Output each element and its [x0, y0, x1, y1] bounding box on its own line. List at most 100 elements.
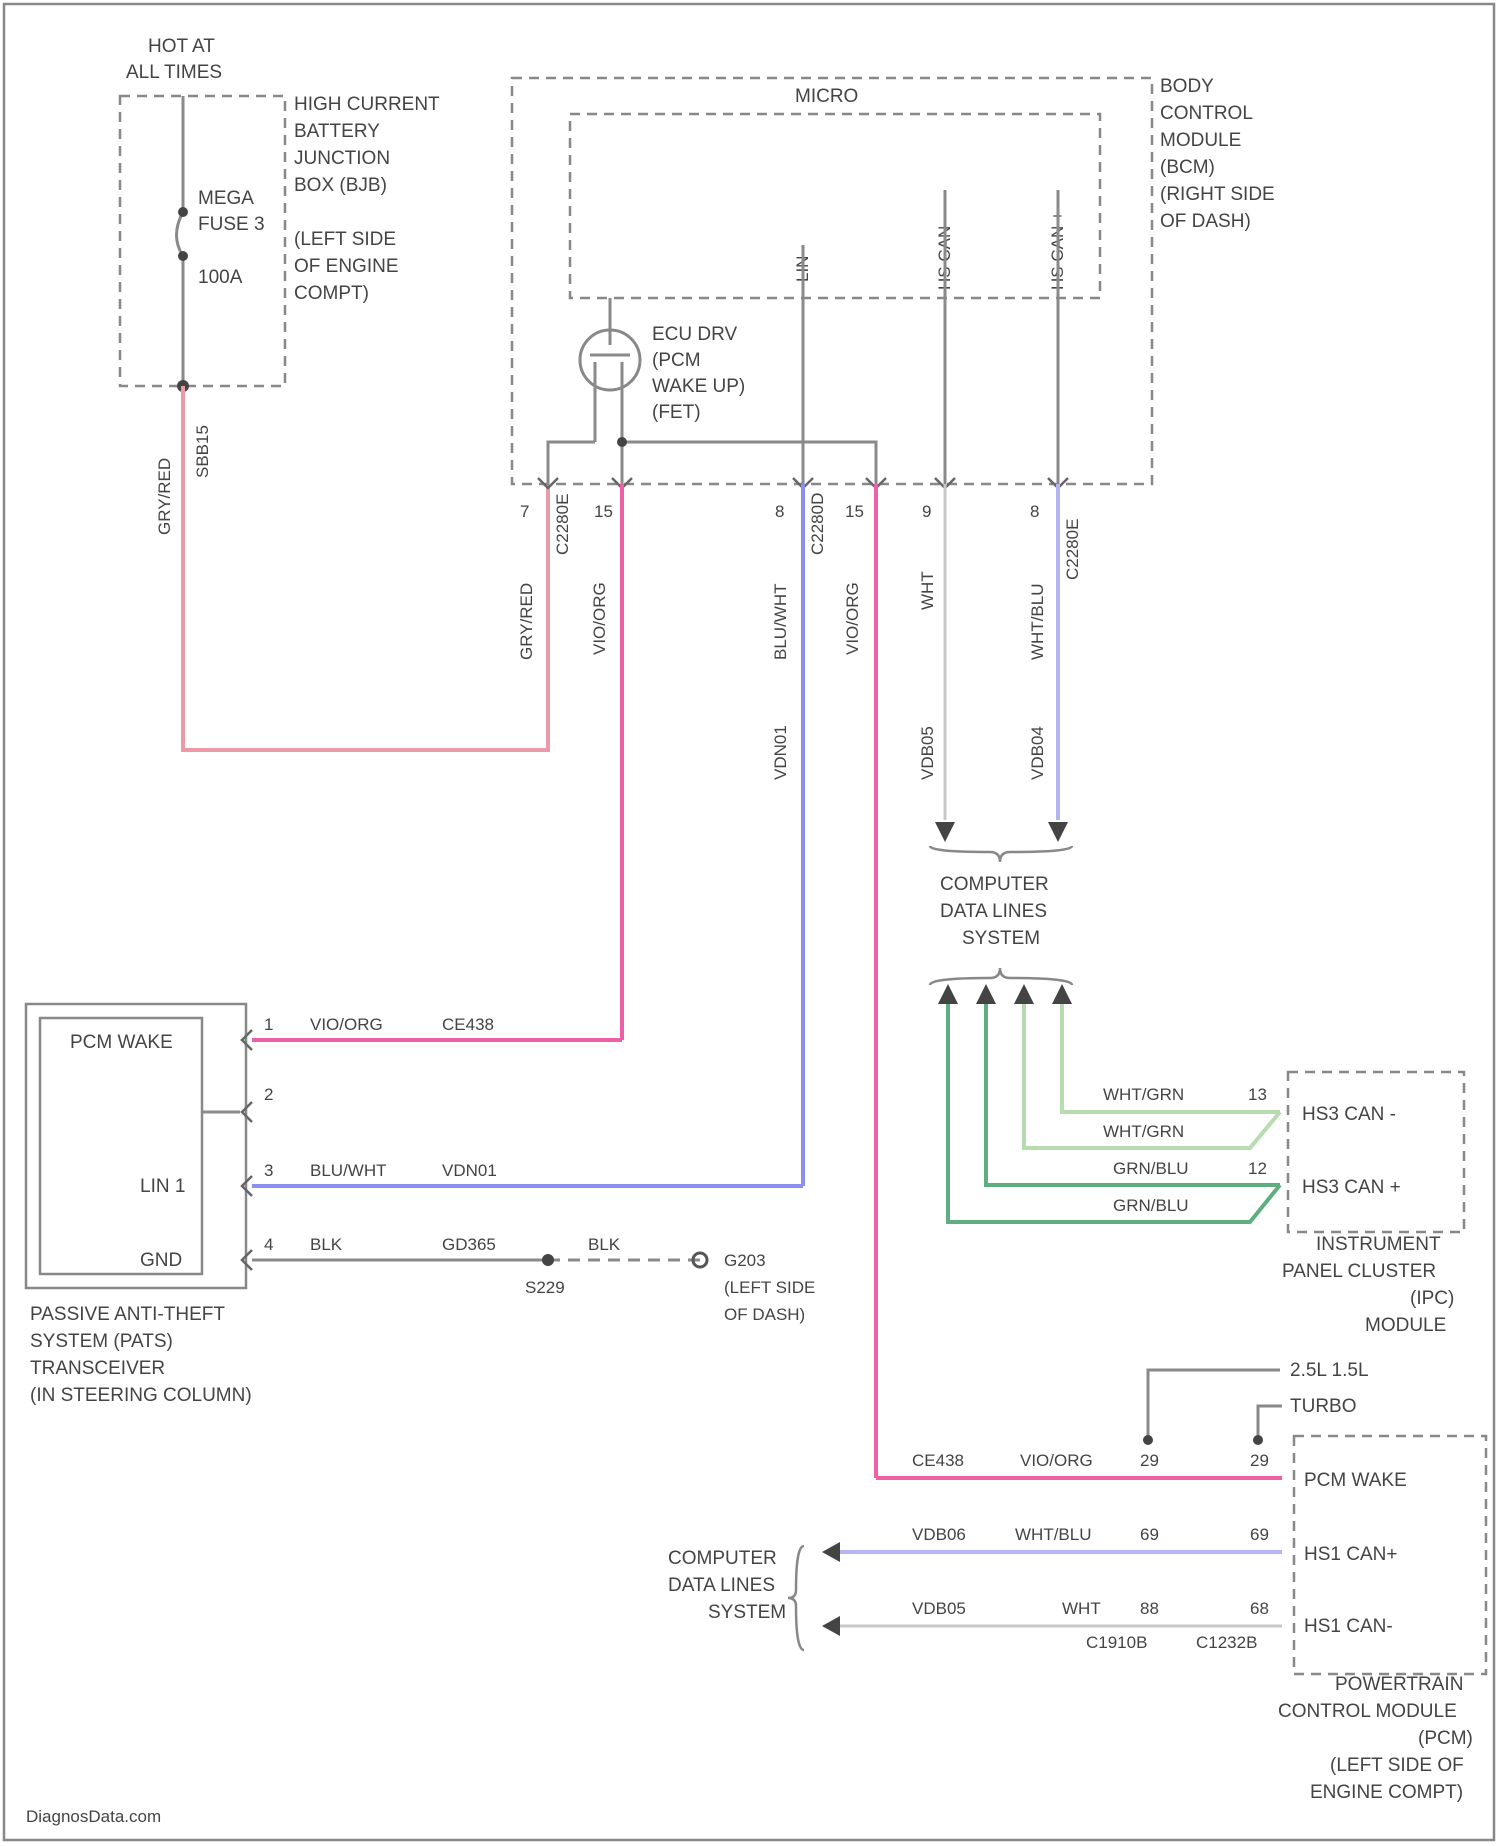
hot-label-2: ALL TIMES [126, 62, 222, 83]
hot-label-1: HOT AT [148, 36, 215, 57]
fuse-name-1: MEGA [198, 188, 254, 209]
ground-splice-label: S229 [525, 1278, 565, 1297]
bcm-circuit-1: VDN01 [771, 725, 790, 780]
arrow-down-1 [935, 822, 955, 842]
ground-splice-node [542, 1254, 554, 1266]
ground-point-3: OF DASH) [724, 1305, 805, 1324]
pcm-wire-color-2: WHT/BLU [1015, 1525, 1092, 1544]
bcm-wire-color-1: GRY/RED [517, 583, 536, 660]
arrow-down-2 [1048, 822, 1068, 842]
pats-pin-num-1: 1 [264, 1015, 273, 1034]
bjb-loc-3: COMPT) [294, 283, 369, 304]
pats-module: PCM WAKE LIN 1 GND PASSIVE ANTI-THEFT SY… [26, 1004, 273, 1406]
pats-name-4: (IN STEERING COLUMN) [30, 1385, 252, 1406]
bcm-name-6: OF DASH) [1160, 211, 1251, 232]
pats-wire-circuit-1: CE438 [442, 1015, 494, 1034]
fuse-wire [183, 386, 548, 750]
bcm-name-4: (BCM) [1160, 157, 1215, 178]
pcm-name-1: POWERTRAIN [1335, 1674, 1463, 1695]
bcm-name-1: BODY [1160, 76, 1214, 97]
arrow-left-2 [822, 1616, 840, 1636]
bcm-pin-4: 15 [845, 502, 864, 521]
data-lines-top-1: COMPUTER [940, 874, 1049, 895]
ipc-name-4: MODULE [1365, 1315, 1446, 1336]
pats-name-1: PASSIVE ANTI-THEFT [30, 1304, 225, 1325]
bjb-box [120, 96, 285, 386]
pats-name-2: SYSTEM (PATS) [30, 1331, 173, 1352]
pcm-c1-pin-2: 69 [1140, 1525, 1159, 1544]
bjb-loc-2: OF ENGINE [294, 256, 399, 277]
ipc-module: HS3 CAN - HS3 CAN + INSTRUMENT PANEL CLU… [1282, 1072, 1464, 1336]
pcm-c2-pin-3: 68 [1250, 1599, 1269, 1618]
bjb-loc-1: (LEFT SIDE [294, 229, 396, 250]
bjb-name-3: JUNCTION [294, 148, 390, 169]
bcm-connector-3: C2280E [1063, 519, 1082, 580]
data-lines-bottom-1: COMPUTER [668, 1548, 777, 1569]
bcm-pin-6: 8 [1030, 502, 1039, 521]
ipc-name-3: (IPC) [1410, 1288, 1454, 1309]
bcm-wire-color-6: WHT/BLU [1028, 584, 1047, 661]
pats-wire-circuit-4: GD365 [442, 1235, 496, 1254]
pcm-wire-circuit-2: VDB06 [912, 1525, 966, 1544]
fuse-symbol [177, 212, 184, 256]
bcm-connector-2: C2280D [808, 493, 827, 555]
ipc-name-1: INSTRUMENT [1316, 1234, 1441, 1255]
data-lines-top-2: DATA LINES [940, 901, 1047, 922]
bcm-circuit-3: VDB04 [1028, 726, 1047, 780]
fuse-wire-color: GRY/RED [155, 458, 174, 535]
pcm-wire-color-3: WHT [1062, 1599, 1101, 1618]
pcm-connector-2: C1232B [1196, 1633, 1257, 1652]
ipc-pin-minus: HS3 CAN - [1302, 1104, 1396, 1125]
pcm-connector-1: C1910B [1086, 1633, 1147, 1652]
pats-pin-num-3: 3 [264, 1161, 273, 1180]
bcm-name-3: MODULE [1160, 130, 1241, 151]
pcm-pin-label-3: HS1 CAN- [1304, 1616, 1393, 1637]
pcm-module: PCM WAKE HS1 CAN+ HS1 CAN- POWERTRAIN CO… [1278, 1436, 1486, 1803]
bcm-wire-color-3: BLU/WHT [771, 584, 790, 661]
ecu-drv-2: (PCM [652, 350, 701, 371]
ipc-wire-label-2: WHT/GRN [1103, 1122, 1184, 1141]
brace-top [930, 846, 1072, 862]
ground-point-1: G203 [724, 1251, 766, 1270]
bcm-pin-5: 9 [922, 502, 931, 521]
pcm-wire-circuit-3: VDB05 [912, 1599, 966, 1618]
pats-wire-color-4: BLK [310, 1235, 343, 1254]
pcm-name-2: CONTROL MODULE [1278, 1701, 1457, 1722]
data-lines-bottom-2: DATA LINES [668, 1575, 775, 1596]
ecu-drv-1: ECU DRV [652, 324, 737, 345]
variant-line-2 [1258, 1406, 1282, 1440]
ipc-box [1288, 1072, 1464, 1232]
pcm-variant-1: 2.5L 1.5L [1290, 1360, 1369, 1381]
fuse-wire-circuit: SBB15 [193, 425, 212, 478]
pcm-name-3: (PCM) [1418, 1728, 1473, 1749]
pats-pin-num-4: 4 [264, 1235, 273, 1254]
pcm-wire-color-1: VIO/ORG [1020, 1451, 1093, 1470]
pats-pin-num-2: 2 [264, 1085, 273, 1104]
bjb-name-1: HIGH CURRENT [294, 94, 440, 115]
pats-wire-color-3: BLU/WHT [310, 1161, 387, 1180]
arrow-left-1 [822, 1542, 840, 1562]
bcm-module: MICRO BODY CONTROL MODULE (BCM) (RIGHT S… [512, 76, 1275, 580]
pats-inner-box [40, 1018, 202, 1274]
bcm-wire-color-4: VIO/ORG [843, 582, 862, 655]
bcm-connector-1: C2280E [553, 494, 572, 555]
ground-point-2: (LEFT SIDE [724, 1278, 815, 1297]
pcm-c2-pin-1: 29 [1250, 1451, 1269, 1470]
pats-pin-label-4: GND [140, 1250, 182, 1271]
brace-data-lines-bottom [788, 1546, 804, 1650]
pcm-pin-label-1: PCM WAKE [1304, 1470, 1407, 1491]
ipc-wire-label-1: WHT/GRN [1103, 1085, 1184, 1104]
bjb-name-4: BOX (BJB) [294, 175, 387, 196]
fuse-box: HOT AT ALL TIMES HIGH CURRENT BATTERY JU… [120, 36, 440, 392]
pcm-name-5: ENGINE COMPT) [1310, 1782, 1463, 1803]
pcm-c1-pin-1: 29 [1140, 1451, 1159, 1470]
ipc-wire-label-4: GRN/BLU [1113, 1196, 1189, 1215]
fuse-rating: 100A [198, 267, 243, 288]
ipc-pin-num-2: 12 [1248, 1159, 1267, 1178]
watermark-text: DiagnosData.com [26, 1807, 161, 1826]
bcm-pin-1: 7 [520, 502, 529, 521]
data-lines-bottom-3: SYSTEM [708, 1602, 786, 1623]
ipc-wire-label-3: GRN/BLU [1113, 1159, 1189, 1178]
pcm-c1-pin-3: 88 [1140, 1599, 1159, 1618]
